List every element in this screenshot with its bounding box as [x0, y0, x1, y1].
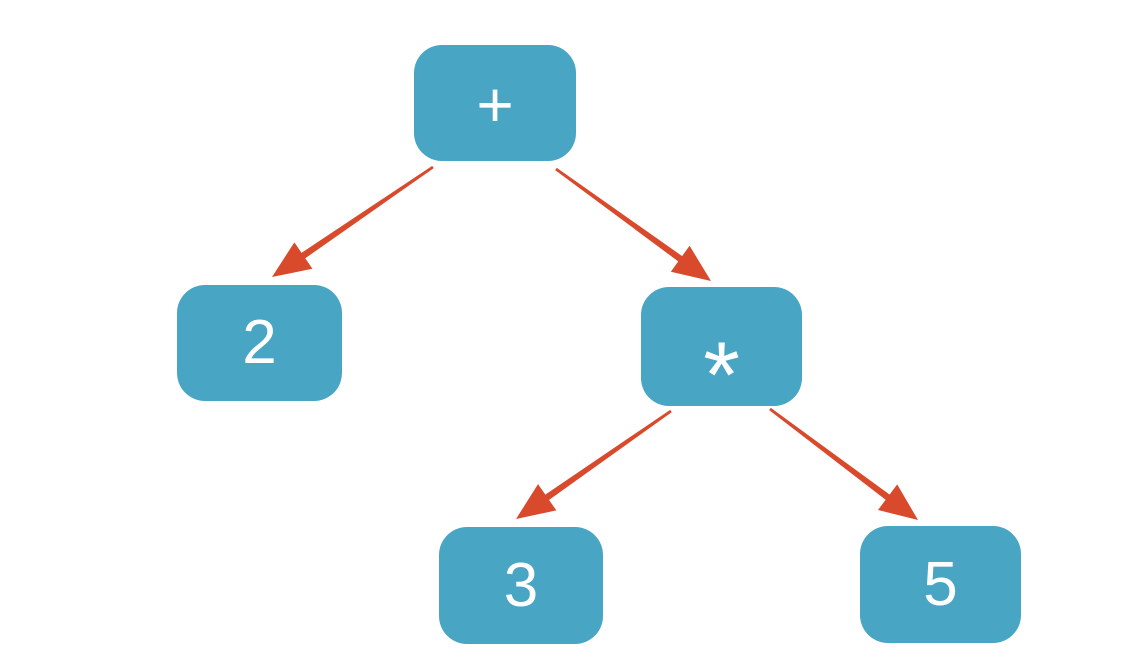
edge-arrowhead-icon — [878, 484, 918, 520]
edge-arrowhead-icon — [516, 484, 557, 519]
edge-shaft — [555, 167, 691, 268]
tree-node-label-three: 3 — [503, 550, 539, 620]
tree-node-five: 5 — [860, 526, 1021, 643]
tree-node-three: 3 — [439, 527, 603, 644]
tree-node-times: * — [641, 287, 802, 421]
edge-times-to-five — [769, 407, 918, 520]
edge-plus-to-times — [555, 167, 711, 281]
tree-node-label-plus: + — [476, 68, 514, 141]
edge-shaft — [769, 407, 898, 506]
edge-times-to-three — [516, 409, 672, 519]
tree-node-two: 2 — [177, 285, 342, 401]
tree-node-label-times: * — [703, 321, 740, 427]
edge-shaft — [537, 409, 672, 506]
edge-plus-to-two — [272, 165, 434, 277]
edge-shaft — [293, 165, 434, 265]
tree-node-label-two: 2 — [242, 308, 277, 377]
tree-node-label-five: 5 — [923, 549, 958, 619]
tree-node-plus: + — [414, 45, 576, 161]
edge-arrowhead-icon — [272, 242, 313, 277]
edge-arrowhead-icon — [670, 245, 711, 281]
